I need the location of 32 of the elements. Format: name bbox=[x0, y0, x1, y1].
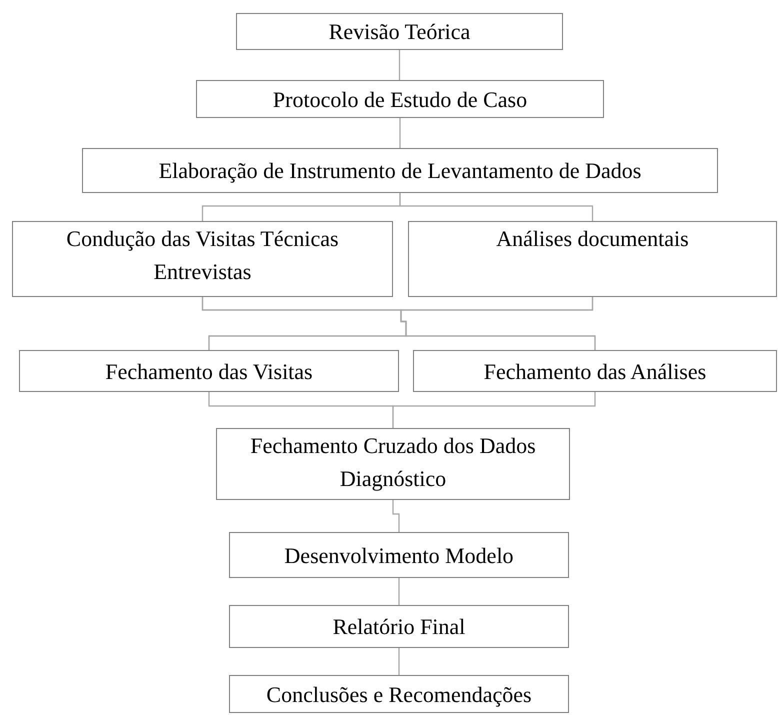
box-label: Elaboração de Instrumento de Levantamento de Dados bbox=[158, 157, 642, 185]
connector-line bbox=[398, 648, 400, 675]
process-box bbox=[19, 350, 399, 392]
box-label: Desenvolvimento Modelo bbox=[284, 542, 514, 570]
box-label: Condução das Visitas Técnicas bbox=[66, 225, 339, 253]
process-box bbox=[229, 675, 569, 713]
connector-line bbox=[398, 50, 400, 80]
box-label: Fechamento Cruzado dos Dados bbox=[250, 432, 536, 460]
connector-line bbox=[398, 578, 400, 605]
connector-line bbox=[400, 297, 596, 350]
process-box bbox=[12, 221, 393, 297]
box-label: Análises documentais bbox=[496, 225, 689, 253]
process-box bbox=[229, 605, 569, 648]
connector-line bbox=[392, 392, 596, 428]
box-label: Conclusões e Recomendações bbox=[266, 680, 532, 709]
box-label: Revisão Teórica bbox=[328, 18, 470, 46]
process-box bbox=[236, 13, 563, 50]
connector-line bbox=[399, 193, 594, 221]
box-label: Protocolo de Estudo de Caso bbox=[272, 86, 528, 114]
box-label: Entrevistas bbox=[154, 258, 252, 286]
box-label: Diagnóstico bbox=[340, 465, 446, 493]
process-box bbox=[82, 148, 718, 193]
connector-line bbox=[392, 500, 400, 532]
box-label: Relatório Final bbox=[332, 613, 466, 641]
box-label: Fechamento das Análises bbox=[484, 358, 706, 386]
box-label: Fechamento das Visitas bbox=[105, 358, 313, 386]
process-box bbox=[229, 532, 569, 578]
process-box bbox=[196, 80, 604, 118]
connector-line bbox=[399, 118, 401, 148]
process-box bbox=[408, 221, 777, 297]
process-box bbox=[216, 428, 570, 500]
process-box bbox=[413, 350, 777, 392]
